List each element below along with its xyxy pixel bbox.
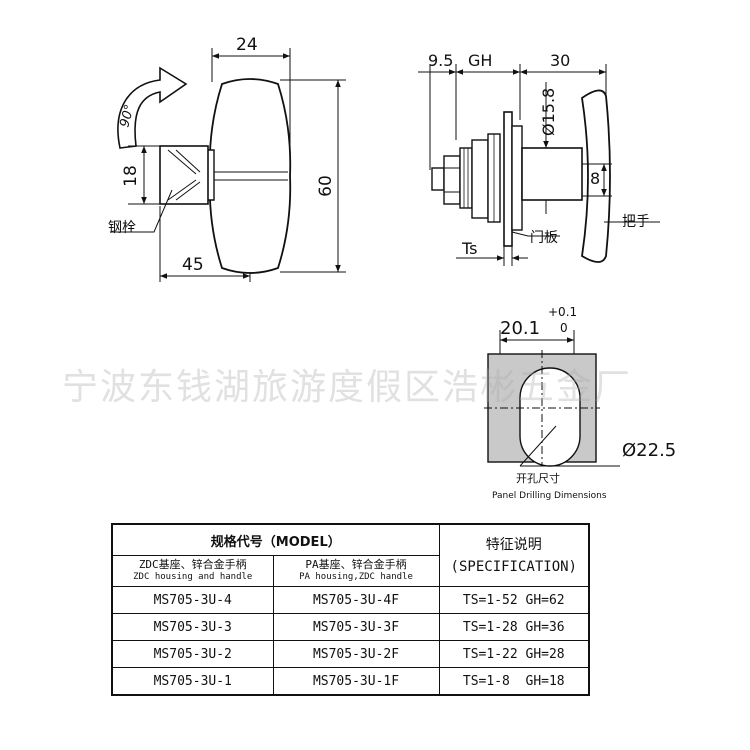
cutout-diameter: Ø22.5	[622, 440, 676, 461]
header-spec-cn: 特征说明	[485, 536, 542, 553]
drawing-canvas: 90° 24 60 18 45 钢栓	[108, 35, 676, 501]
label-door: 门板	[530, 230, 558, 246]
panel-cutout: 20.1 +0.1 0 Ø22.5 开孔尺寸 Panel Drilling Di…	[484, 305, 676, 501]
sub-header-pa: PA基座、锌合金手柄 PA housing,ZDC handle	[272, 555, 440, 587]
table-row: MS705-3U-1 MS705-3U-1F TS=1-8 GH=18	[111, 667, 590, 696]
steel-pin	[159, 145, 209, 205]
sub2-cn: PA基座、锌合金手柄	[305, 558, 407, 571]
table-row: MS705-3U-4 MS705-3U-4F TS=1-52 GH=62	[111, 586, 590, 614]
model-zdc: MS705-3U-4	[111, 586, 274, 614]
table-row: MS705-3U-3 MS705-3U-3F TS=1-28 GH=36	[111, 613, 590, 641]
cutout-caption-en: Panel Drilling Dimensions	[492, 491, 607, 501]
spec-value: TS=1-28 GH=36	[438, 613, 590, 641]
model-pa: MS705-3U-2F	[272, 640, 440, 668]
spec-value: TS=1-22 GH=28	[438, 640, 590, 668]
dim-24: 24	[236, 35, 258, 55]
model-zdc: MS705-3U-3	[111, 613, 274, 641]
dim-18: 18	[121, 165, 141, 187]
header-spec: 特征说明 (SPECIFICATION)	[438, 523, 590, 587]
header-model: 规格代号（MODEL）	[111, 523, 440, 556]
dim-ts: Ts	[461, 239, 477, 258]
label-handle: 把手	[622, 214, 650, 230]
t-handle-side	[208, 78, 292, 274]
spec-value: TS=1-52 GH=62	[438, 586, 590, 614]
sub1-en: ZDC housing and handle	[133, 572, 253, 582]
table-row: MS705-3U-2 MS705-3U-2F TS=1-22 GH=28	[111, 640, 590, 668]
cutout-hole	[519, 367, 581, 467]
label-pin: 钢栓	[108, 220, 136, 236]
dim-8: 8	[590, 169, 600, 188]
sub2-en: PA housing,ZDC handle	[299, 572, 413, 582]
model-zdc: MS705-3U-2	[111, 640, 274, 668]
model-pa: MS705-3U-3F	[272, 613, 440, 641]
front-view: 9.5 GH 30 Ø15.8 8 Ts	[418, 51, 660, 266]
dim-gh: GH	[468, 51, 492, 70]
dim-60: 60	[316, 175, 336, 197]
model-pa: MS705-3U-4F	[272, 586, 440, 614]
t-handle-front	[581, 89, 611, 263]
model-zdc: MS705-3U-1	[111, 667, 274, 696]
dim-dia-15-8: Ø15.8	[539, 88, 558, 136]
dim-9-5: 9.5	[428, 51, 453, 70]
header-spec-en: (SPECIFICATION)	[450, 558, 577, 575]
dim-45: 45	[182, 255, 204, 275]
cutout-tol-zero: 0	[560, 321, 568, 335]
model-pa: MS705-3U-1F	[272, 667, 440, 696]
door-panel	[503, 111, 513, 247]
spec-value: TS=1-8 GH=18	[438, 667, 590, 696]
side-view: 90° 24 60 18 45 钢栓	[108, 35, 346, 282]
dim-30: 30	[550, 51, 570, 70]
cutout-width: 20.1	[500, 318, 540, 339]
rotation-label: 90°	[117, 103, 137, 129]
cutout-caption-cn: 开孔尺寸	[516, 471, 560, 485]
sub-header-zdc: ZDC基座、锌合金手柄 ZDC housing and handle	[111, 555, 274, 587]
spec-table: 规格代号（MODEL） 特征说明 (SPECIFICATION) ZDC基座、锌…	[111, 523, 591, 696]
sub1-cn: ZDC基座、锌合金手柄	[138, 558, 247, 571]
cutout-tol-plus: +0.1	[548, 305, 577, 319]
rotation-arrow-icon	[117, 66, 188, 149]
